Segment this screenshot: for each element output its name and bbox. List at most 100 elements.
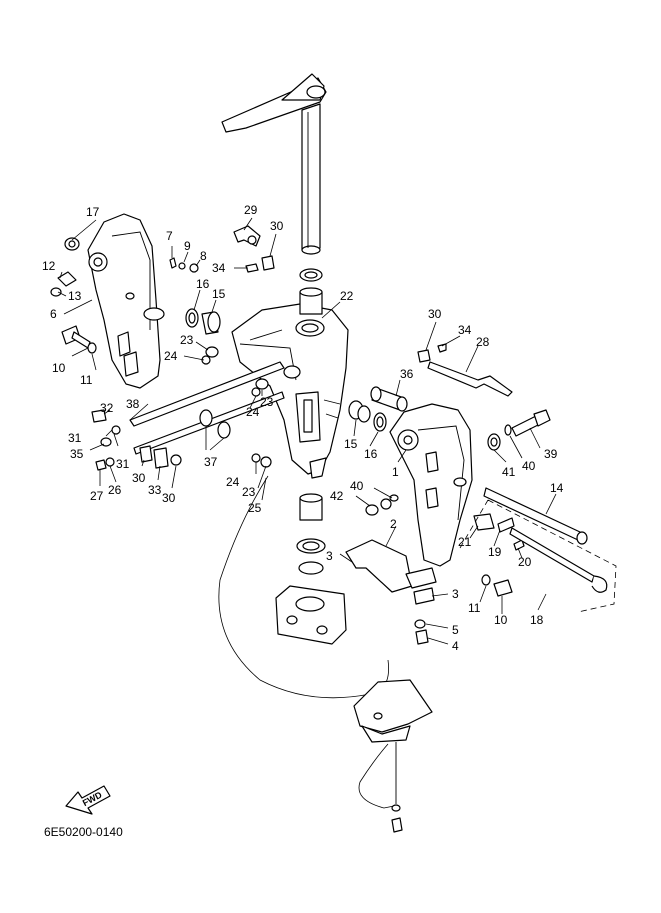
pin-7 <box>169 257 177 269</box>
callout-4: 4 <box>452 639 459 653</box>
pin-20 <box>513 539 525 551</box>
bushing-23-mid <box>255 378 269 390</box>
callout-39: 39 <box>544 447 558 461</box>
callout-23-left: 23 <box>180 333 194 347</box>
washer-40-left <box>389 494 399 502</box>
callout-23-c: 23 <box>260 395 274 409</box>
callout-9: 9 <box>184 239 191 253</box>
bushing-23-left <box>205 346 219 358</box>
callout-34-b: 34 <box>458 323 472 337</box>
callout-24-c: 24 <box>246 405 260 419</box>
washer-41 <box>487 433 501 451</box>
forward-arrow-icon: FWD <box>65 785 111 815</box>
callout-31-b: 31 <box>116 457 130 471</box>
callout-21: 21 <box>458 535 472 549</box>
lower-bushing <box>296 493 326 575</box>
trim-lever-29 <box>233 225 261 247</box>
grease-nipple-30-right <box>417 349 431 363</box>
callout-20: 20 <box>518 555 532 569</box>
callout-30-b: 30 <box>132 471 146 485</box>
callout-41: 41 <box>502 465 516 479</box>
tilt-pin-18 <box>509 527 608 593</box>
bolt-27 <box>95 459 107 471</box>
lower-mount <box>275 585 347 645</box>
callout-17: 17 <box>86 205 100 219</box>
callout-31-a: 31 <box>68 431 82 445</box>
callout-18: 18 <box>530 613 544 627</box>
callout-10-left: 10 <box>52 361 66 375</box>
callout-12: 12 <box>42 259 56 273</box>
callout-34-top: 34 <box>212 261 226 275</box>
bolt-12 <box>57 271 77 287</box>
callout-23-b: 23 <box>242 485 256 499</box>
callout-25: 25 <box>248 501 262 515</box>
nut-42 <box>365 498 392 516</box>
spring-21 <box>473 513 495 531</box>
callout-27: 27 <box>90 489 104 503</box>
callout-28: 28 <box>476 335 490 349</box>
bolt-10-right <box>493 579 513 597</box>
lower-cover <box>353 679 433 743</box>
callout-37: 37 <box>204 455 218 469</box>
callout-16-left: 16 <box>196 277 210 291</box>
tilt-lever-28 <box>427 361 513 397</box>
left-clamp-bracket <box>87 213 165 389</box>
callout-36: 36 <box>400 367 414 381</box>
washer-13 <box>50 287 62 297</box>
callout-30-top: 30 <box>270 219 284 233</box>
callout-2: 2 <box>390 517 397 531</box>
swivel-bracket <box>231 303 349 479</box>
pin-34-right <box>437 343 447 353</box>
callout-40-a: 40 <box>350 479 364 493</box>
washer-40-right <box>504 424 512 436</box>
plate-3 <box>413 587 435 605</box>
distance-collar-36 <box>370 386 408 412</box>
callout-38: 38 <box>126 397 140 411</box>
callout-labels: 17 12 13 6 10 11 7 9 8 29 30 34 16 15 22… <box>42 203 564 653</box>
lower-bolt <box>391 804 403 833</box>
callout-10-right: 10 <box>494 613 508 627</box>
bushing-16-left <box>185 308 199 328</box>
bolt-4 <box>415 629 429 645</box>
callout-19: 19 <box>488 545 502 559</box>
callout-29: 29 <box>244 203 258 217</box>
callout-13: 13 <box>68 289 82 303</box>
washer-11-right <box>481 574 491 586</box>
callout-35: 35 <box>70 447 84 461</box>
bracket-2 <box>345 539 437 593</box>
ground-lead-lower <box>358 743 395 809</box>
pin-34-top <box>245 263 259 273</box>
tilt-rod-14 <box>483 487 588 545</box>
bushing-15-left <box>201 311 221 335</box>
callout-22: 22 <box>340 289 354 303</box>
callout-33: 33 <box>148 483 162 497</box>
callout-30-c: 30 <box>162 491 176 505</box>
washer-26 <box>105 457 115 467</box>
callout-15-right: 15 <box>344 437 358 451</box>
callout-24-left: 24 <box>164 349 178 363</box>
callout-14: 14 <box>550 481 564 495</box>
callout-40-b: 40 <box>522 459 536 473</box>
clip-19 <box>497 517 515 533</box>
callout-24-b: 24 <box>226 475 240 489</box>
washer-5 <box>414 619 426 629</box>
washer-11-left <box>87 342 97 354</box>
callout-6: 6 <box>50 307 57 321</box>
diagram-code: 6E50200-0140 <box>44 825 123 839</box>
grease-nipple-30-top <box>261 255 275 271</box>
callout-3-b: 3 <box>452 587 459 601</box>
callout-3-a: 3 <box>326 549 333 563</box>
nut-24-mid <box>251 387 261 397</box>
callout-7: 7 <box>166 229 173 243</box>
bushing-23-bottom <box>260 456 272 468</box>
callout-11-right: 11 <box>468 601 481 615</box>
leader-lines <box>57 217 557 645</box>
bolt-17 <box>64 237 80 251</box>
washer-16-right <box>373 412 387 432</box>
right-clamp-bracket <box>389 403 473 567</box>
steering-arm-shaft <box>221 73 327 255</box>
callout-26: 26 <box>108 483 122 497</box>
callout-30-d: 30 <box>428 307 442 321</box>
bolt-10-left <box>61 325 91 349</box>
